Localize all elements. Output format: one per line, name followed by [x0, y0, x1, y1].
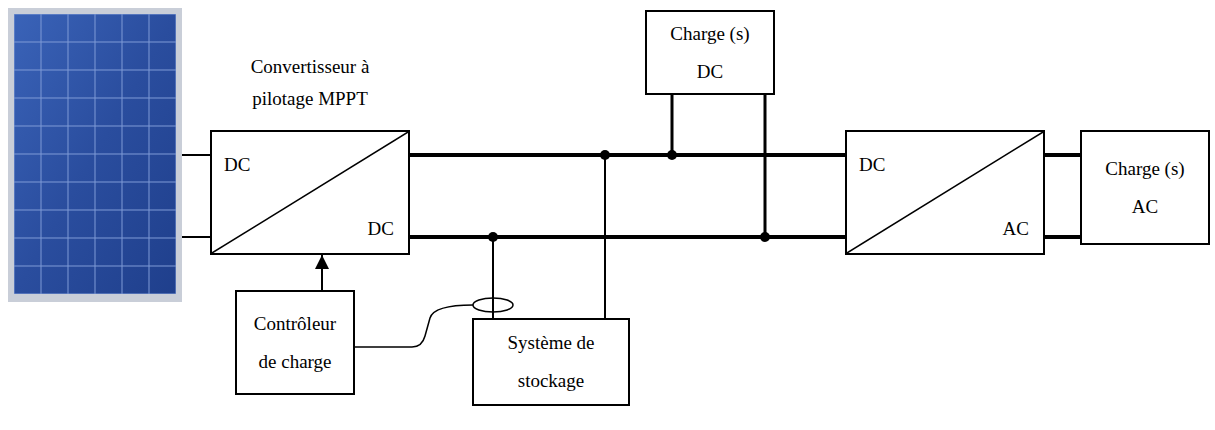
junction-dot [667, 150, 677, 160]
box-label: Charge (s) AC [1098, 150, 1193, 226]
converter-diagonal [847, 132, 1043, 253]
converter-title: Convertisseur à pilotage MPPT [222, 51, 398, 114]
inverter-box: DC AC [845, 130, 1045, 255]
port-label: DC [859, 154, 885, 177]
panel-wire [182, 236, 211, 238]
solar-panel [14, 14, 176, 294]
load-box: Charge (s) DC [645, 10, 775, 95]
junction-dot [760, 232, 770, 242]
text-holder: Charge (s) DC [647, 12, 773, 93]
junction-dot [488, 232, 498, 242]
text-holder: Contrôleur de charge [237, 292, 353, 393]
panel-frame [8, 8, 182, 302]
box-label: Contrôleur de charge [245, 305, 345, 381]
bus-wire [410, 155, 605, 318]
current-sensor [473, 298, 513, 312]
box-label: Charge (s) DC [663, 15, 758, 91]
text-holder: Charge (s) AC [1082, 132, 1208, 243]
control-arrow [321, 255, 323, 290]
bus-wire [410, 95, 765, 237]
load-box: Charge (s) AC [1080, 130, 1210, 245]
port-label: AC [1003, 218, 1029, 241]
storage-box: Système de stockage [472, 318, 630, 406]
port-label: DC [368, 218, 394, 241]
bus-wire [410, 237, 493, 318]
sensor-wire [355, 305, 473, 347]
box-label: Système de stockage [491, 324, 611, 400]
bus-wire [1045, 235, 1080, 239]
bus-wire [1045, 153, 1080, 157]
controller-box: Contrôleur de charge [235, 290, 355, 395]
panel-wire [182, 154, 211, 156]
port-label: DC [224, 154, 250, 177]
text-holder: Système de stockage [474, 320, 628, 404]
junction-dot [600, 150, 610, 160]
converter-box: Convertisseur à pilotage MPPTDCDC [210, 130, 410, 255]
converter-diagonal [212, 132, 408, 253]
bus-wire [410, 95, 672, 155]
solar-cells [14, 14, 176, 294]
